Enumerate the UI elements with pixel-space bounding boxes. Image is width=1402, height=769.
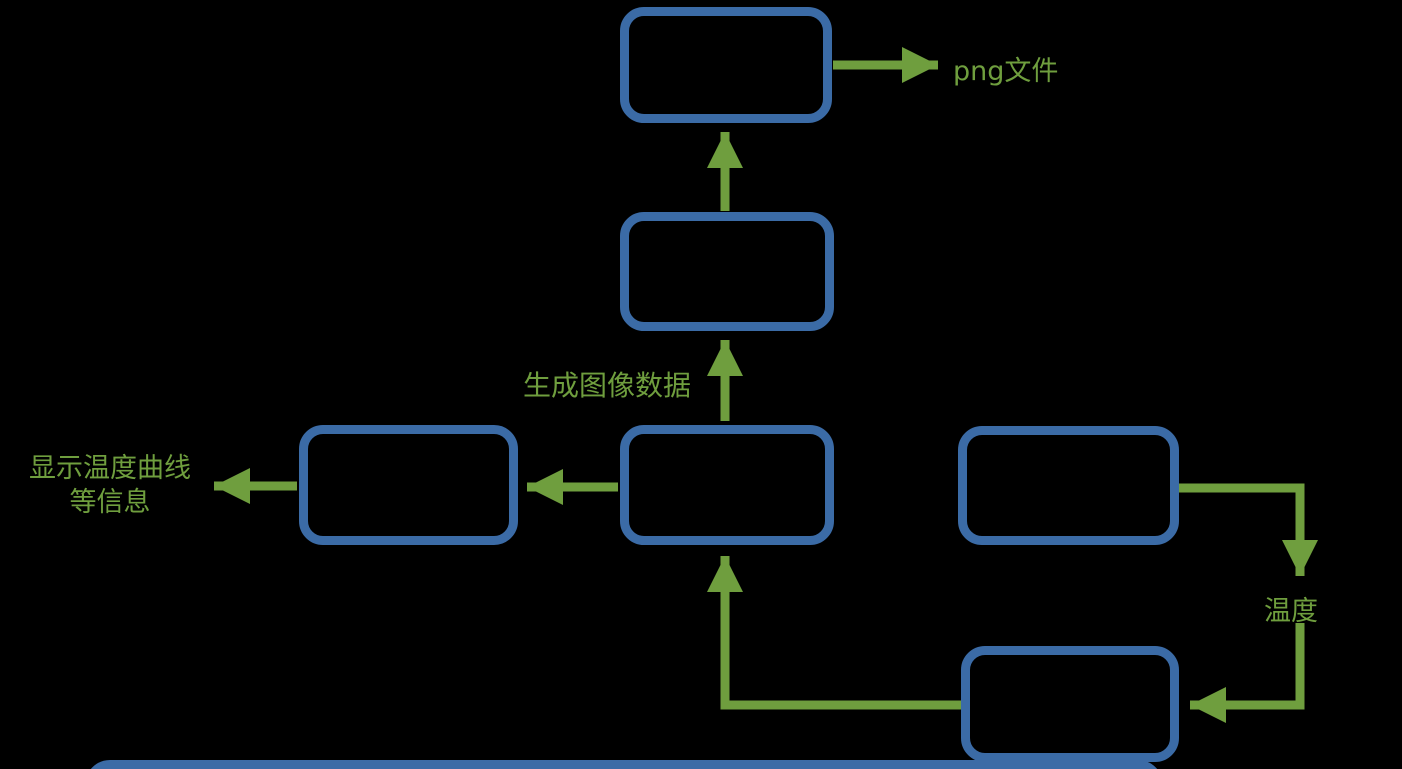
label-temperature: 温度 — [1264, 596, 1318, 627]
arrow-temperature-to-bottom-right — [1190, 623, 1305, 723]
label-display-info: 显示温度曲线 等信息 — [8, 452, 212, 520]
flow-box-middle — [620, 212, 834, 331]
label-display-info-line1: 显示温度曲线 — [29, 453, 191, 484]
label-png-file: png文件 — [953, 56, 1059, 87]
label-generate-image-data: 生成图像数据 — [523, 369, 692, 402]
flow-box-center — [620, 425, 834, 545]
flow-box-bottom-right — [961, 646, 1179, 762]
flow-box-left — [299, 425, 518, 545]
flow-box-right — [958, 426, 1179, 545]
flow-box-top — [620, 7, 832, 123]
arrow-right-down-temperature — [1179, 483, 1318, 576]
label-display-info-line2: 等信息 — [69, 487, 151, 518]
flow-box-bottom-partial — [85, 760, 1163, 769]
arrow-bottom-right-to-center — [707, 556, 961, 710]
